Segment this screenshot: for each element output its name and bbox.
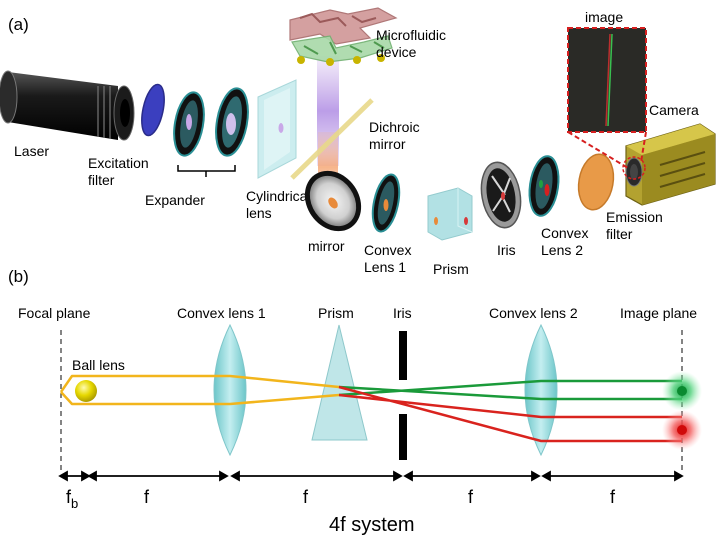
- camera-image-inset: [567, 27, 647, 133]
- image-zoom-connector: [567, 131, 647, 169]
- red-spot: [677, 425, 687, 435]
- panel-b-label: (b): [8, 267, 29, 286]
- reflecting-mirror: [304, 170, 362, 232]
- yellow-input-beam: [59, 374, 340, 406]
- emission-filter: [577, 153, 615, 211]
- focal-plane-label: Focal plane: [18, 305, 91, 321]
- cylindrical-lens: [257, 79, 297, 179]
- convex-lens-1-label-a: Convex: [364, 242, 411, 258]
- convex-lens-2-title: Convex lens 2: [489, 305, 578, 321]
- distance-fb-main: f: [66, 487, 72, 507]
- prism-label-a: Prism: [433, 261, 469, 277]
- convex-lens-2-label-b: Lens 2: [541, 242, 583, 258]
- image-plane-title: Image plane: [620, 305, 697, 321]
- image-label: image: [585, 9, 623, 25]
- distance-f1-label: f: [144, 487, 150, 507]
- laser: [0, 70, 135, 141]
- excitation-filter-label-2: filter: [88, 172, 115, 188]
- prism-title: Prism: [318, 305, 354, 321]
- prism: [311, 324, 368, 441]
- cylindrical-lens-label-1: Cylindrical: [246, 188, 311, 204]
- excitation-filter-label-1: Excitation: [88, 155, 149, 171]
- distance-fb-sub: b: [71, 496, 78, 511]
- cylindrical-lens-label-2: lens: [246, 205, 272, 221]
- ball-lens-label: Ball lens: [72, 357, 125, 373]
- distance-fb-label: fb: [66, 487, 78, 511]
- convex-lens-1-component: [371, 173, 401, 233]
- expander-label: Expander: [145, 192, 205, 208]
- system-label: 4f system: [329, 514, 415, 536]
- mirror-label: mirror: [308, 238, 345, 254]
- distance-f3-label: f: [468, 487, 474, 507]
- camera: [625, 123, 716, 206]
- dichroic-label-2: mirror: [369, 136, 406, 152]
- iris-component: [480, 161, 522, 229]
- excitation-filter: [141, 83, 165, 137]
- iris-upper-blade: [399, 331, 407, 380]
- expander-lens-right: [215, 87, 249, 157]
- emission-filter-label-2: filter: [606, 226, 633, 242]
- expander-lens-left: [173, 91, 205, 157]
- expander-bracket: [177, 165, 236, 177]
- laser-label: Laser: [14, 143, 49, 159]
- convex-lens-2: [524, 323, 558, 457]
- green-beam: [338, 379, 682, 401]
- convex-lens-2-component: [528, 155, 560, 217]
- iris-title: Iris: [393, 305, 412, 321]
- convex-lens-1: [213, 323, 247, 457]
- convex-lens-2-label-a: Convex: [541, 225, 588, 241]
- distance-f4-label: f: [610, 487, 616, 507]
- microfluidic-label-2: device: [376, 44, 417, 60]
- camera-label: Camera: [649, 102, 699, 118]
- convex-lens-1-title: Convex lens 1: [177, 305, 266, 321]
- dichroic-label-1: Dichroic: [369, 119, 420, 135]
- camera-zoom-circle: [622, 156, 646, 180]
- ball-lens: [75, 380, 97, 402]
- distance-arrows: [58, 470, 684, 482]
- distance-f2-label: f: [303, 487, 309, 507]
- red-beam: [338, 385, 682, 443]
- iris-lower-blade: [399, 414, 407, 460]
- convex-lens-1-label-b: Lens 1: [364, 259, 406, 275]
- iris-label-a: Iris: [497, 242, 516, 258]
- dichroic-mirror: [290, 98, 374, 180]
- emission-filter-label-1: Emission: [606, 209, 663, 225]
- microfluidic-label-1: Microfluidic: [376, 27, 446, 43]
- prism-component: [427, 187, 473, 241]
- microfluidic-device: [289, 7, 398, 66]
- panel-a-label: (a): [8, 15, 29, 34]
- green-spot: [677, 386, 687, 396]
